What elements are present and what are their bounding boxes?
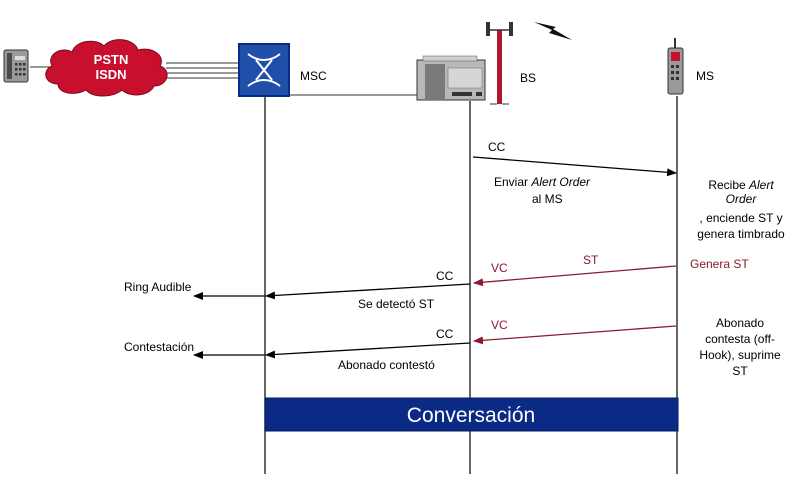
isdn-label: ISDN xyxy=(95,67,126,82)
vc-label-2: VC xyxy=(491,318,508,332)
se-detecto-arrow xyxy=(265,283,471,300)
enviar-alert-text: Enviar Alert Order xyxy=(494,175,591,189)
genera-st-text: Genera ST xyxy=(690,257,749,271)
cc-label-3: CC xyxy=(436,327,454,341)
recibe-order-text: Order xyxy=(726,192,758,206)
st-label: ST xyxy=(583,253,599,267)
mobile-phone-icon xyxy=(667,38,684,95)
contestacion-text: Contestación xyxy=(124,340,194,354)
cc-label-2: CC xyxy=(436,269,454,283)
msc-switch-icon xyxy=(238,43,290,97)
vc-label-1: VC xyxy=(491,261,508,275)
msc-label: MSC xyxy=(300,69,327,83)
pstn-label: PSTN xyxy=(94,52,129,67)
ms-label: MS xyxy=(696,69,714,83)
genera-timbrado-text: genera timbrado xyxy=(697,227,785,241)
recibe-alert-text: Recibe Alert xyxy=(708,178,774,192)
enviar-al-ms-text: al MS xyxy=(532,192,563,206)
cc-label-1: CC xyxy=(488,140,506,154)
st-vc-arrow xyxy=(473,265,677,287)
suprime-text: Hook), suprime xyxy=(699,348,781,362)
abonado-text: Abonado xyxy=(716,316,764,330)
bs-label: BS xyxy=(520,71,536,85)
conversation-bar xyxy=(264,397,679,432)
radio-wave-icon xyxy=(534,22,572,40)
st-suffix-text: ST xyxy=(732,364,748,378)
se-detecto-text: Se detectó ST xyxy=(358,297,435,311)
enciende-st-text: , enciende ST y xyxy=(699,211,782,225)
pstn-cloud-icon xyxy=(45,39,168,97)
alert-order-arrow xyxy=(472,156,677,177)
antenna-tower-icon xyxy=(486,22,513,105)
base-station-icon xyxy=(416,55,486,101)
offhook-vc-arrow xyxy=(473,325,677,345)
abonado-contesto-arrow xyxy=(265,342,471,359)
contesta-offhook-text: contesta (off- xyxy=(705,332,775,346)
telephone-icon xyxy=(3,49,29,83)
trunk-lines xyxy=(166,62,239,79)
ring-audible-text: Ring Audible xyxy=(124,280,192,294)
conversation-label: Conversación xyxy=(407,404,535,427)
abonado-contesto-text: Abonado contestó xyxy=(338,358,435,372)
